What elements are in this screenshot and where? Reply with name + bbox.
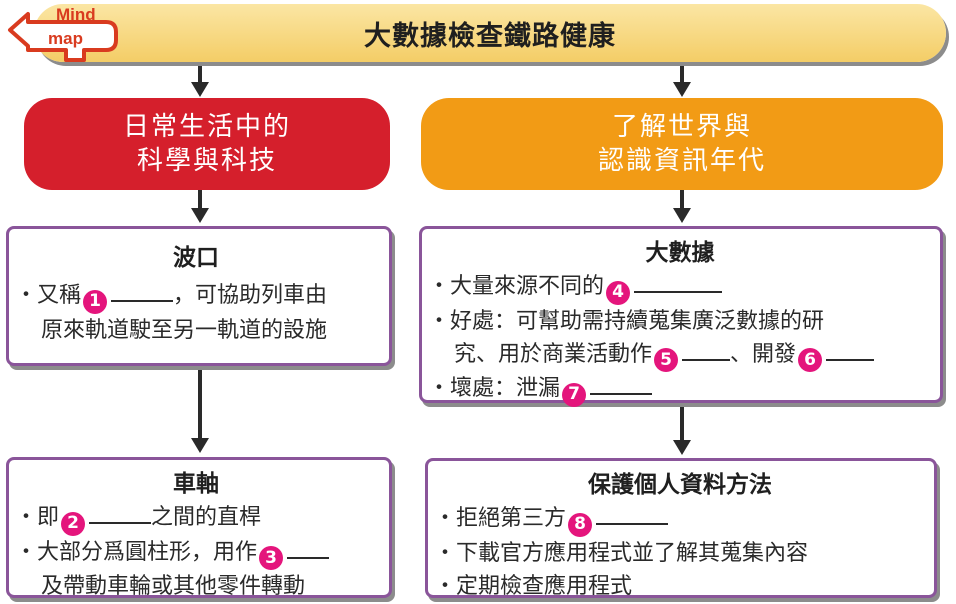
blank-number-6: 6 [798, 348, 823, 372]
bullet: ・ [15, 539, 38, 565]
arrowhead-right-to-bigdata [673, 208, 691, 223]
logo-text-mind: Mind [56, 5, 96, 24]
answer-blank-2[interactable] [89, 502, 152, 524]
blank-number-1: 1 [83, 289, 108, 314]
bullet: ・ [15, 505, 38, 530]
bullet: ・ [434, 573, 457, 599]
arrowhead-bigdata-to-privacy [673, 440, 691, 455]
bullet: ・ [428, 308, 451, 334]
bullet: ・ [428, 376, 451, 401]
category-information-age: 了解世界與 認識資訊年代 [421, 98, 943, 190]
category-information-age-line1: 了解世界與 [611, 112, 752, 142]
blank-number-8: 8 [568, 512, 593, 537]
box-bigdata-line2: ・好處：可幫助需持續蒐集廣泛數據的研 [428, 308, 825, 334]
box-privacy-line2: ・下載官方應用程式並了解其蒐集內容 [434, 540, 809, 566]
blank-number-2: 2 [61, 511, 86, 536]
answer-blank-5[interactable] [682, 339, 731, 361]
answer-blank-8[interactable] [596, 503, 669, 525]
arrowhead-left-to-turnout [191, 208, 209, 223]
box-axle-title: 車軸 [173, 471, 219, 497]
arrowhead-title-to-right [673, 82, 691, 97]
box-privacy-title: 保護個人資料方法 [588, 472, 772, 498]
bullet: ・ [434, 540, 457, 566]
category-information-age-line2: 認識資訊年代 [597, 146, 766, 176]
title-banner: 大數據檢查鐵路健康 [34, 4, 946, 62]
box-turnout-line2: 原來軌道駛至另一軌道的設施 [41, 317, 328, 343]
logo-text-map: map [48, 29, 83, 48]
category-science-tech-line2: 科學與科技 [136, 146, 277, 176]
box-axle-line3: 及帶動車輪或其他零件轉動 [41, 574, 306, 599]
answer-blank-6[interactable] [826, 339, 875, 361]
category-science-tech: 日常生活中的 科學與科技 [24, 98, 390, 190]
answer-blank-1[interactable] [111, 280, 174, 302]
bullet: ・ [428, 274, 451, 299]
box-privacy-line3: ・定期檢查應用程式 [434, 573, 633, 599]
answer-blank-7[interactable] [590, 373, 653, 395]
blank-number-3: 3 [259, 546, 284, 570]
arrowhead-turnout-to-axle [191, 438, 209, 453]
blank-number-5: 5 [654, 348, 679, 372]
answer-blank-4[interactable] [634, 271, 723, 293]
page-title: 大數據檢查鐵路健康 [364, 20, 616, 52]
mind-map-logo: Mind map [8, 5, 118, 62]
blank-number-4: 4 [606, 280, 631, 305]
box-bigdata-title: 大數據 [645, 240, 715, 266]
box-turnout-title: 波口 [173, 245, 219, 271]
bullet: ・ [434, 506, 457, 531]
arrowhead-title-to-left [191, 82, 209, 97]
bullet: ・ [15, 283, 38, 308]
answer-blank-3[interactable] [287, 537, 330, 559]
blank-number-7: 7 [562, 382, 587, 407]
category-science-tech-line1: 日常生活中的 [122, 112, 291, 142]
